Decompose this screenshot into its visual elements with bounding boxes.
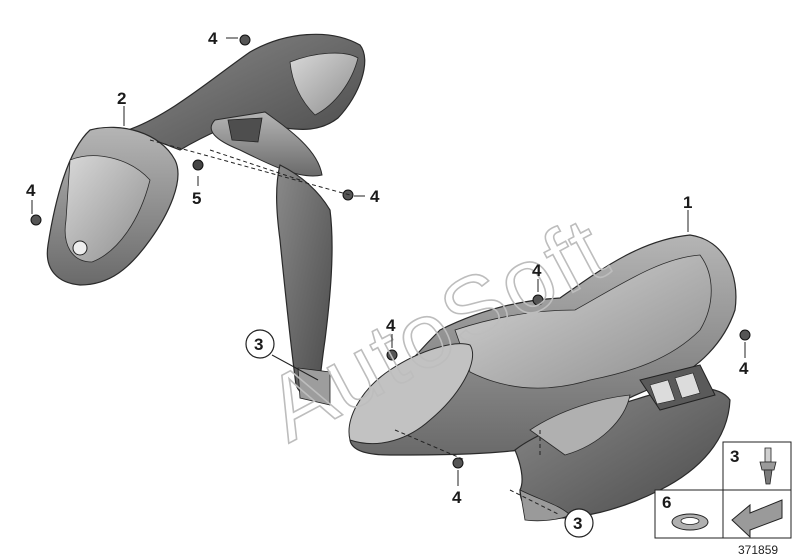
callout-2: 2 <box>117 89 126 108</box>
callout-3a: 3 <box>254 335 263 354</box>
callout-4d: 4 <box>532 261 542 280</box>
callout-4f: 4 <box>739 359 749 378</box>
callout-3b: 3 <box>573 514 582 533</box>
leader-lines <box>31 37 746 516</box>
grommet-ring-icon <box>671 513 709 531</box>
legend-label-6: 6 <box>662 493 671 512</box>
direction-arrow-icon <box>731 499 783 539</box>
callout-4a: 4 <box>208 29 218 48</box>
callout-4c: 4 <box>370 187 380 206</box>
callout-3b-ring <box>564 508 594 538</box>
part-1-side-fairing <box>348 234 737 522</box>
callout-4g: 4 <box>452 488 462 507</box>
callout-1: 1 <box>683 193 692 212</box>
fasteners-part-2 <box>30 34 354 226</box>
part-2-upper-fairing <box>46 33 366 406</box>
callout-4e: 4 <box>386 316 396 335</box>
push-rivet-icon <box>759 447 777 485</box>
callout-3a-ring <box>245 329 275 359</box>
fasteners-part-1 <box>386 294 751 469</box>
diagram-reference-number: 371859 <box>738 543 778 557</box>
callout-5: 5 <box>192 189 201 208</box>
legend-label-3: 3 <box>730 447 739 466</box>
callout-4b: 4 <box>26 181 36 200</box>
callouts: 1 2 3 3 4 4 4 4 4 4 4 5 <box>26 29 749 538</box>
legend-panel: 3 6 371859 <box>654 441 792 557</box>
